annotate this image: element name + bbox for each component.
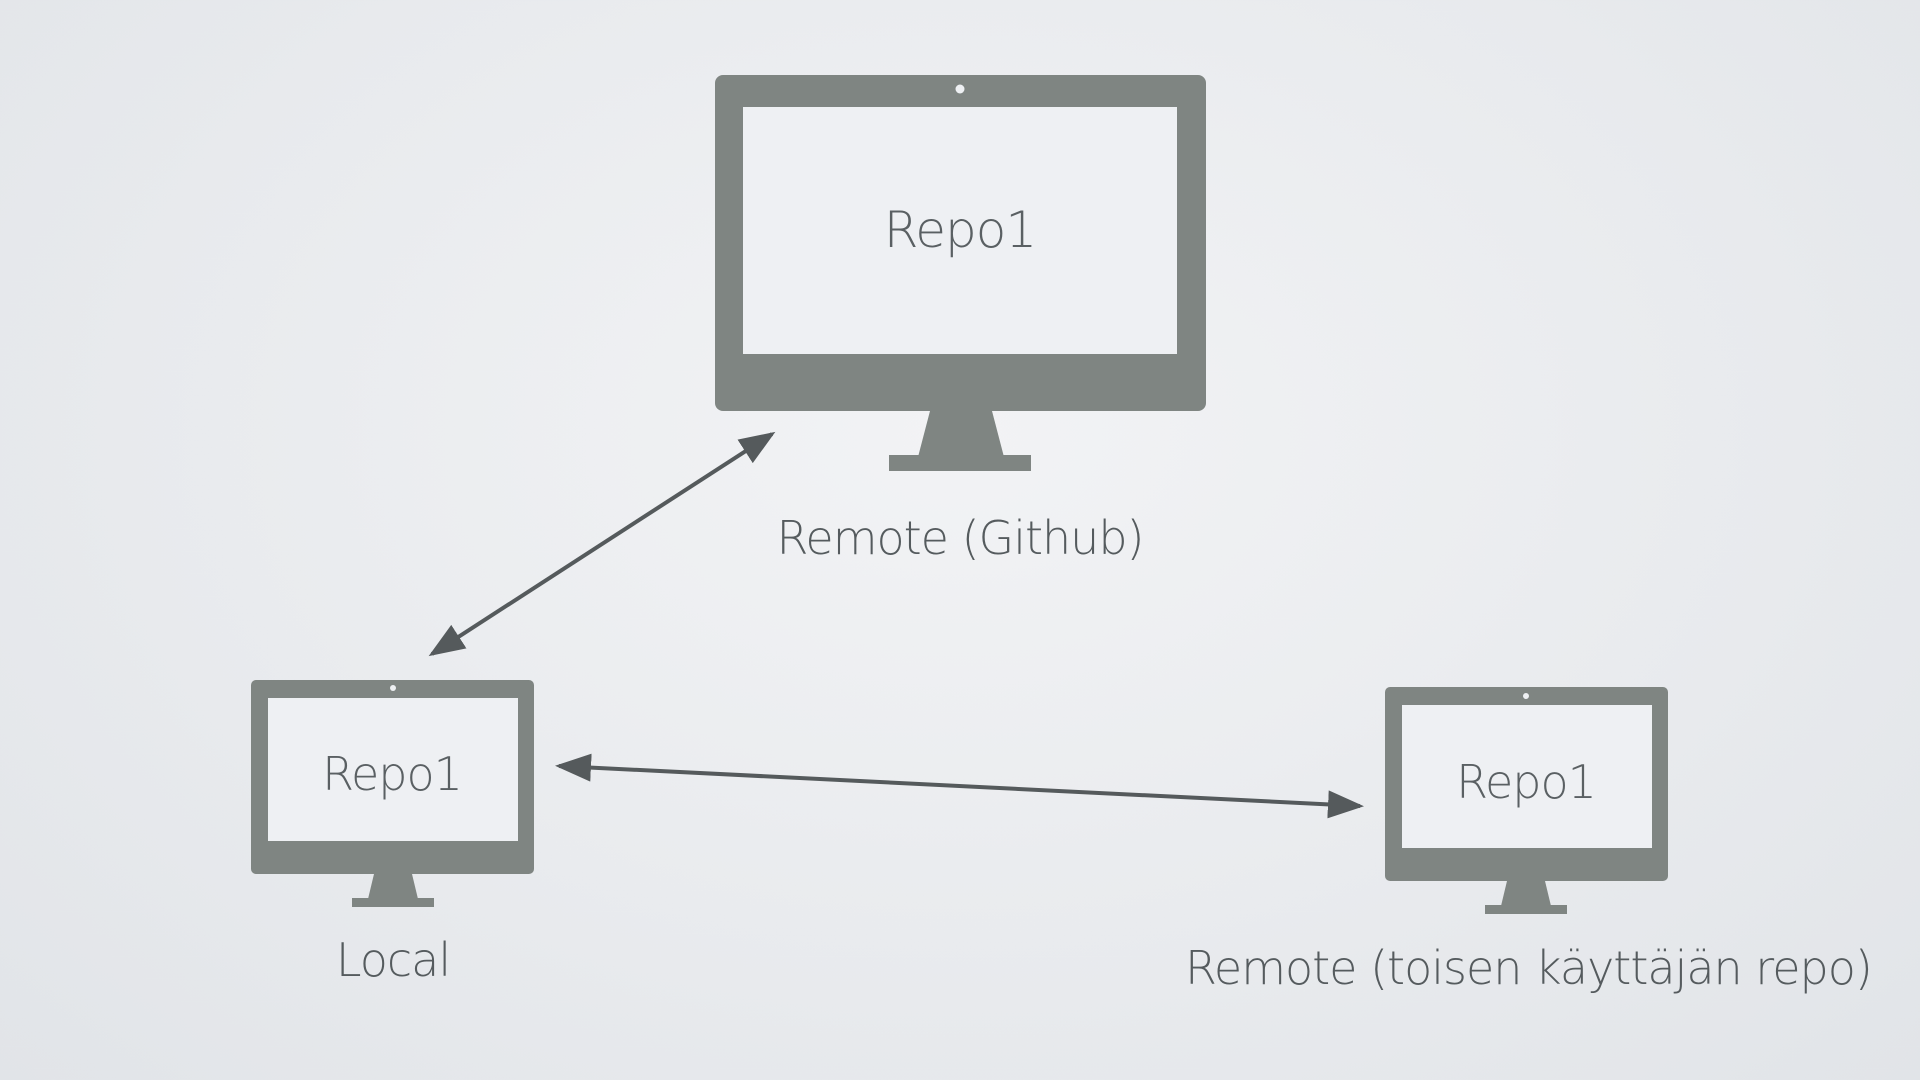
monitor-local: Repo1 bbox=[251, 680, 534, 907]
monitor-stand bbox=[918, 411, 1004, 457]
arrow-local-to-remote-other bbox=[555, 753, 1364, 819]
monitor-base bbox=[352, 898, 434, 907]
monitor-screen bbox=[268, 698, 518, 841]
caption-remote-github: Remote (Github) bbox=[776, 511, 1145, 565]
screen-label-remote-github: Repo1 bbox=[884, 201, 1036, 259]
monitor-remote-github: Repo1 bbox=[715, 75, 1206, 471]
caption-remote-other: Remote (toisen käyttäjän repo) bbox=[1185, 941, 1873, 995]
monitor-remote-other: Repo1 bbox=[1385, 687, 1668, 914]
screen-label-remote-other: Repo1 bbox=[1456, 755, 1596, 809]
monitor-base bbox=[1485, 905, 1567, 914]
monitor-screen bbox=[743, 107, 1177, 354]
desktop-monitor-icon bbox=[251, 680, 534, 907]
caption-local: Local bbox=[335, 933, 451, 987]
monitor-base bbox=[889, 455, 1031, 471]
monitor-stand bbox=[368, 874, 418, 899]
desktop-monitor-icon bbox=[715, 75, 1206, 471]
arrow-local-to-remote-github bbox=[428, 431, 776, 657]
screen-label-local: Repo1 bbox=[322, 747, 462, 801]
monitor-stand bbox=[1501, 881, 1551, 906]
webcam-dot bbox=[390, 685, 396, 691]
webcam-dot bbox=[1523, 693, 1529, 699]
webcam-dot bbox=[955, 84, 965, 94]
monitor-screen bbox=[1402, 705, 1652, 848]
desktop-monitor-icon bbox=[1385, 687, 1668, 914]
